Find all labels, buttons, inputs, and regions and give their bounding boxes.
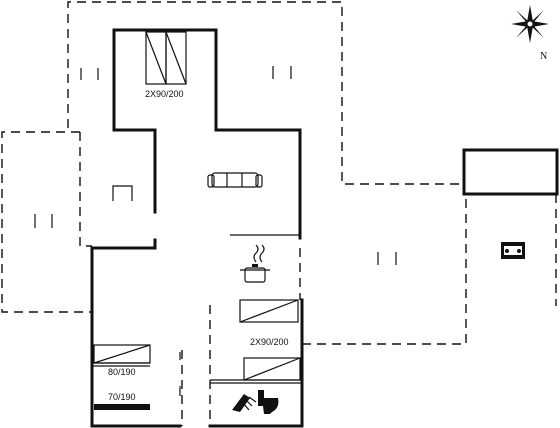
bed	[239, 299, 299, 323]
bedroom-right-label: 2X90/200	[250, 337, 289, 347]
terrace-right-outline	[302, 194, 467, 345]
bed-cover-line	[93, 344, 151, 364]
walls	[90, 28, 559, 428]
bed	[243, 357, 301, 381]
tv-icon	[501, 242, 525, 259]
windows	[34, 66, 397, 396]
sofa-icon	[207, 172, 263, 188]
bed-left-bedroom: 80/190 70/190	[93, 344, 151, 410]
table-icon	[112, 185, 133, 201]
compass-north-label: N	[540, 51, 547, 62]
compass-rose-icon: N	[511, 5, 549, 62]
toilet-icon	[258, 390, 279, 414]
bedroom-top-label: 2X90/200	[145, 89, 184, 99]
pot-lid-knob	[252, 264, 258, 267]
bed-cover-line	[145, 31, 167, 85]
bed-small-2	[94, 404, 150, 410]
interior-lines	[92, 234, 302, 384]
bed	[165, 31, 187, 85]
terrace-left-outline	[1, 131, 92, 313]
bedroom-top-walls	[112, 28, 218, 132]
pot-icon	[240, 244, 270, 283]
bed-top-bedroom: 2X90/200	[145, 31, 187, 99]
bed	[93, 344, 151, 364]
terrace-left-inner-outline	[79, 132, 92, 247]
bed-cover-line	[165, 31, 187, 85]
bed-small-2-label: 70/190	[108, 392, 136, 402]
carport-roof	[462, 148, 559, 196]
bed-cover-line	[243, 357, 301, 381]
bed-cover-line	[239, 299, 299, 323]
bed-right-bedroom: 2X90/200	[239, 299, 301, 381]
terrace-top-outline	[67, 1, 462, 185]
bed-small-1-label: 80/190	[108, 367, 136, 377]
shower-icon	[232, 394, 257, 412]
main-wall-right	[214, 128, 302, 240]
